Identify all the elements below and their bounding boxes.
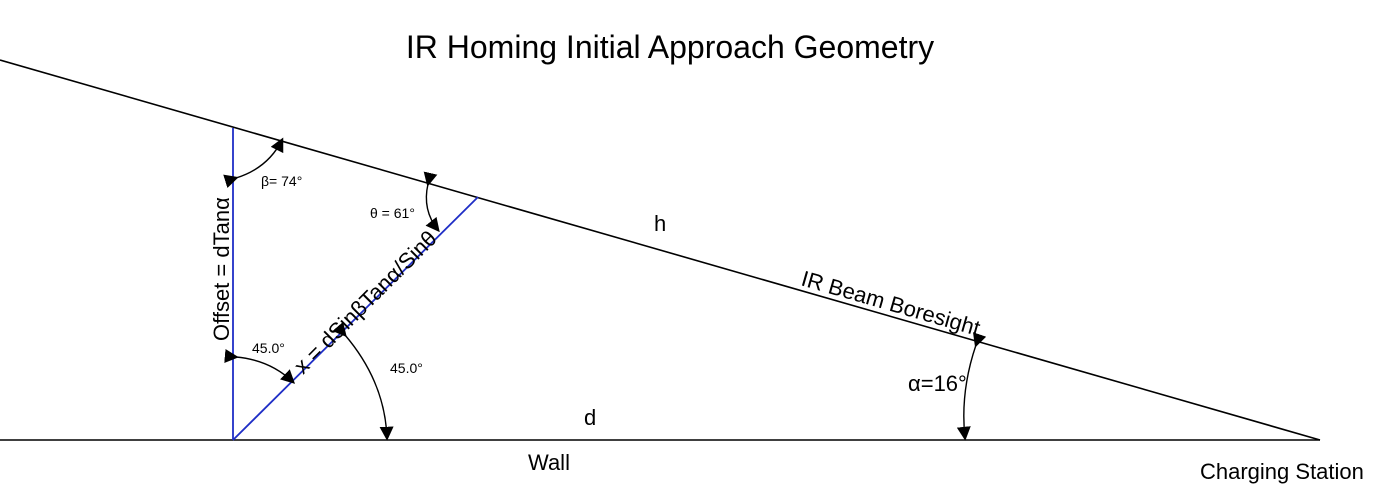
angle-45-right-label: 45.0° [390,360,423,376]
wall-label: Wall [528,450,570,475]
charging-station-label: Charging Station [1200,459,1364,484]
x-label: x = dSinβTanα/Sinθ [289,226,442,379]
angle-45-right-arc [332,321,394,441]
offset-label: Offset = dTanα [209,197,234,341]
h-label: h [654,211,666,236]
beta-label: β= 74° [261,173,302,189]
d-label: d [584,405,596,430]
alpha-label: α=16° [908,371,967,396]
diagram-title: IR Homing Initial Approach Geometry [406,29,934,65]
alpha-angle-arc [956,332,987,441]
boresight-line [0,59,1321,441]
theta-label: θ = 61° [370,205,415,221]
beta-angle-arc [223,137,284,189]
theta-angle-arc [423,171,440,233]
angle-45-left-label: 45.0° [252,340,285,356]
angle-45-left-arc [224,349,296,384]
x-line [232,196,479,441]
boresight-label: IR Beam Boresight [799,266,983,341]
